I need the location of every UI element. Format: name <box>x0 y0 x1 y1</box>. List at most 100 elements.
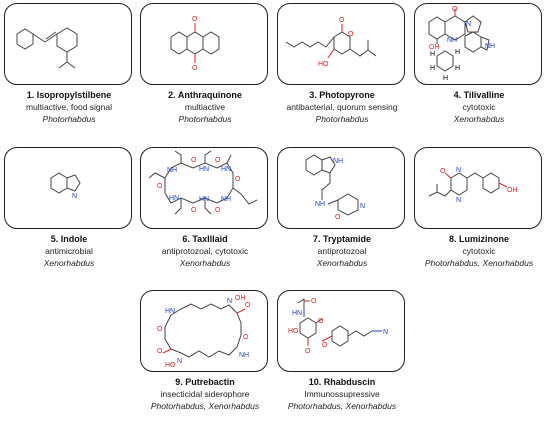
structure-box: O O HO <box>277 3 405 85</box>
compound-activity: multiactive <box>184 102 226 112</box>
amide-nh-label: HN <box>199 166 209 173</box>
compound-card-indole: N 5. Indole antimicrobial Xenorhabdus <box>4 147 134 269</box>
compound-activity: antiprotozoal, cytotoxic <box>161 246 249 256</box>
amide-nh-label: HN <box>169 195 179 202</box>
amine-label: NH <box>447 37 457 44</box>
oxygen-label: O <box>335 214 341 221</box>
compound-name: 8. Lumizinone <box>448 234 509 244</box>
ether-oxygen-label: O <box>322 342 328 349</box>
compound-card-tilivalline: O N OH NH NH H H H H H 4. Tilivalline cy… <box>414 3 544 125</box>
structure-box: O HN O HO O O N <box>277 290 405 372</box>
compound-name: 3. Photopyrone <box>309 90 375 100</box>
amide-nh-label: HN <box>165 308 175 315</box>
hydrogen-label: H <box>430 65 435 72</box>
compound-name: 1. Isopropylstilbene <box>26 90 112 100</box>
structure-box: HN N OH O O O N HO O NH <box>140 290 268 372</box>
oxygen-label: O <box>311 298 317 305</box>
compound-genus: Xenorhabdus <box>453 114 505 124</box>
hydroxamate-n-label: N <box>227 298 232 305</box>
oxygen-label: O <box>191 207 197 214</box>
oxygen-label: O <box>243 334 249 341</box>
amide-nh-label: NH <box>239 352 249 359</box>
isonitrile-label: N <box>383 329 388 336</box>
oxygen-label: O <box>157 183 163 190</box>
oxygen-label: O <box>191 157 197 164</box>
compound-genus: Photorhabdus, Xenorhabdus <box>424 258 534 268</box>
amide-nh-label: NH <box>221 196 231 203</box>
compound-genus: Photorhabdus, Xenorhabdus <box>150 401 260 411</box>
amide-nh-label: HN <box>199 196 209 203</box>
nitrogen-label: N <box>456 167 461 174</box>
oxygen-label: O <box>192 65 198 72</box>
structure-box: N <box>4 147 132 229</box>
compound-card-isopropylstilbene: 1. Isopropylstilbene multiactive, food s… <box>4 3 134 125</box>
nitrogen-label: N <box>466 21 471 28</box>
oxygen-label: O <box>339 17 345 24</box>
compound-activity: Immunossupressive <box>304 389 380 399</box>
oxygen-label: O <box>452 6 458 13</box>
structure-box: O N N OH <box>414 147 542 229</box>
compound-card-taxlllaid: O O O O O O NH HN HN HN HN NH 6. Taxllla… <box>140 147 270 269</box>
compound-genus: Xenorhabdus <box>179 258 231 268</box>
compound-name: 7. Tryptamide <box>312 234 372 244</box>
hydroxyl-label: OH <box>507 187 518 194</box>
ring-oxygen-label: O <box>348 31 354 38</box>
oxygen-label: O <box>157 326 163 333</box>
structure-box: O O <box>140 3 268 85</box>
compound-activity: antibacterial, quorum sensing <box>286 102 398 112</box>
hydroxyl-label: HO <box>165 362 176 369</box>
photopyrone-structure: O O HO <box>285 17 377 68</box>
pyridine-n-label: N <box>360 203 365 210</box>
amide-nh-label: HN <box>221 166 231 173</box>
hydrogen-label: H <box>430 51 435 58</box>
tilivalline-structure: O N OH NH NH H H H H H <box>428 6 495 82</box>
hydrogen-label: H <box>455 49 460 56</box>
oxygen-label: O <box>440 168 446 175</box>
compound-card-anthraquinone: O O 2. Anthraquinone multiactive Photorh… <box>140 3 270 125</box>
nitrogen-label: N <box>456 197 461 204</box>
anthraquinone-structure: O O <box>170 16 220 72</box>
structure-box: O O O O O O NH HN HN HN HN NH <box>140 147 268 229</box>
compound-genus: Xenorhabdus <box>316 258 368 268</box>
tryptamide-structure: NH NH O N <box>305 154 365 221</box>
structure-box <box>4 3 132 85</box>
compound-name: 5. Indole <box>50 234 88 244</box>
compound-name: 6. Taxlllaid <box>182 234 228 244</box>
indole-nh-label: NH <box>333 158 343 165</box>
ring-oxygen-label: O <box>318 318 324 325</box>
amide-nh-label: HN <box>292 310 302 317</box>
compound-card-photopyrone: O O HO 3. Photopyrone antibacterial, quo… <box>277 3 407 125</box>
hydroxyl-label: OH <box>429 44 440 51</box>
compound-genus: Photorhabdus, Xenorhabdus <box>287 401 397 411</box>
hydrogen-label: H <box>443 75 448 82</box>
compound-genus: Photorhabdus <box>42 114 96 124</box>
oxygen-label: O <box>192 16 198 23</box>
hydrogen-label: H <box>455 65 460 72</box>
compound-card-lumizinone: O N N OH 8. Lumizinone cytotoxic Photorh… <box>414 147 544 269</box>
compound-name: 9. Putrebactin <box>175 377 235 387</box>
rhabduscin-structure: O HN O HO O O N <box>288 298 388 355</box>
isopropylstilbene-structure <box>16 27 78 69</box>
hydroxyl-label: HO <box>318 61 329 68</box>
hydroxyl-label: HO <box>288 328 299 335</box>
compound-activity: multiactive, food signal <box>26 102 112 112</box>
indole-nh-label: NH <box>485 43 495 50</box>
nitrogen-label: N <box>72 193 77 200</box>
compound-activity: cytotoxic <box>462 102 496 112</box>
structure-box: O N OH NH NH H H H H H <box>414 3 542 85</box>
lumizinone-structure: O N N OH <box>428 167 518 204</box>
oxygen-label: O <box>235 176 241 183</box>
putrebactin-structure: HN N OH O O O N HO O NH <box>157 295 251 369</box>
amide-nh-label: NH <box>315 201 325 208</box>
hydroxamate-n-label: N <box>177 358 182 365</box>
oxygen-label: O <box>215 207 221 214</box>
indole-structure: N <box>50 172 81 200</box>
oxygen-label: O <box>245 302 251 309</box>
compound-name: 10. Rhabduscin <box>308 377 376 387</box>
compound-activity: antimicrobial <box>45 246 93 256</box>
oxygen-label: O <box>157 348 163 355</box>
structure-box: NH NH O N <box>277 147 405 229</box>
compound-card-putrebactin: HN N OH O O O N HO O NH 9. Putrebactin i… <box>140 290 270 412</box>
compound-name: 4. Tilivalline <box>453 90 505 100</box>
